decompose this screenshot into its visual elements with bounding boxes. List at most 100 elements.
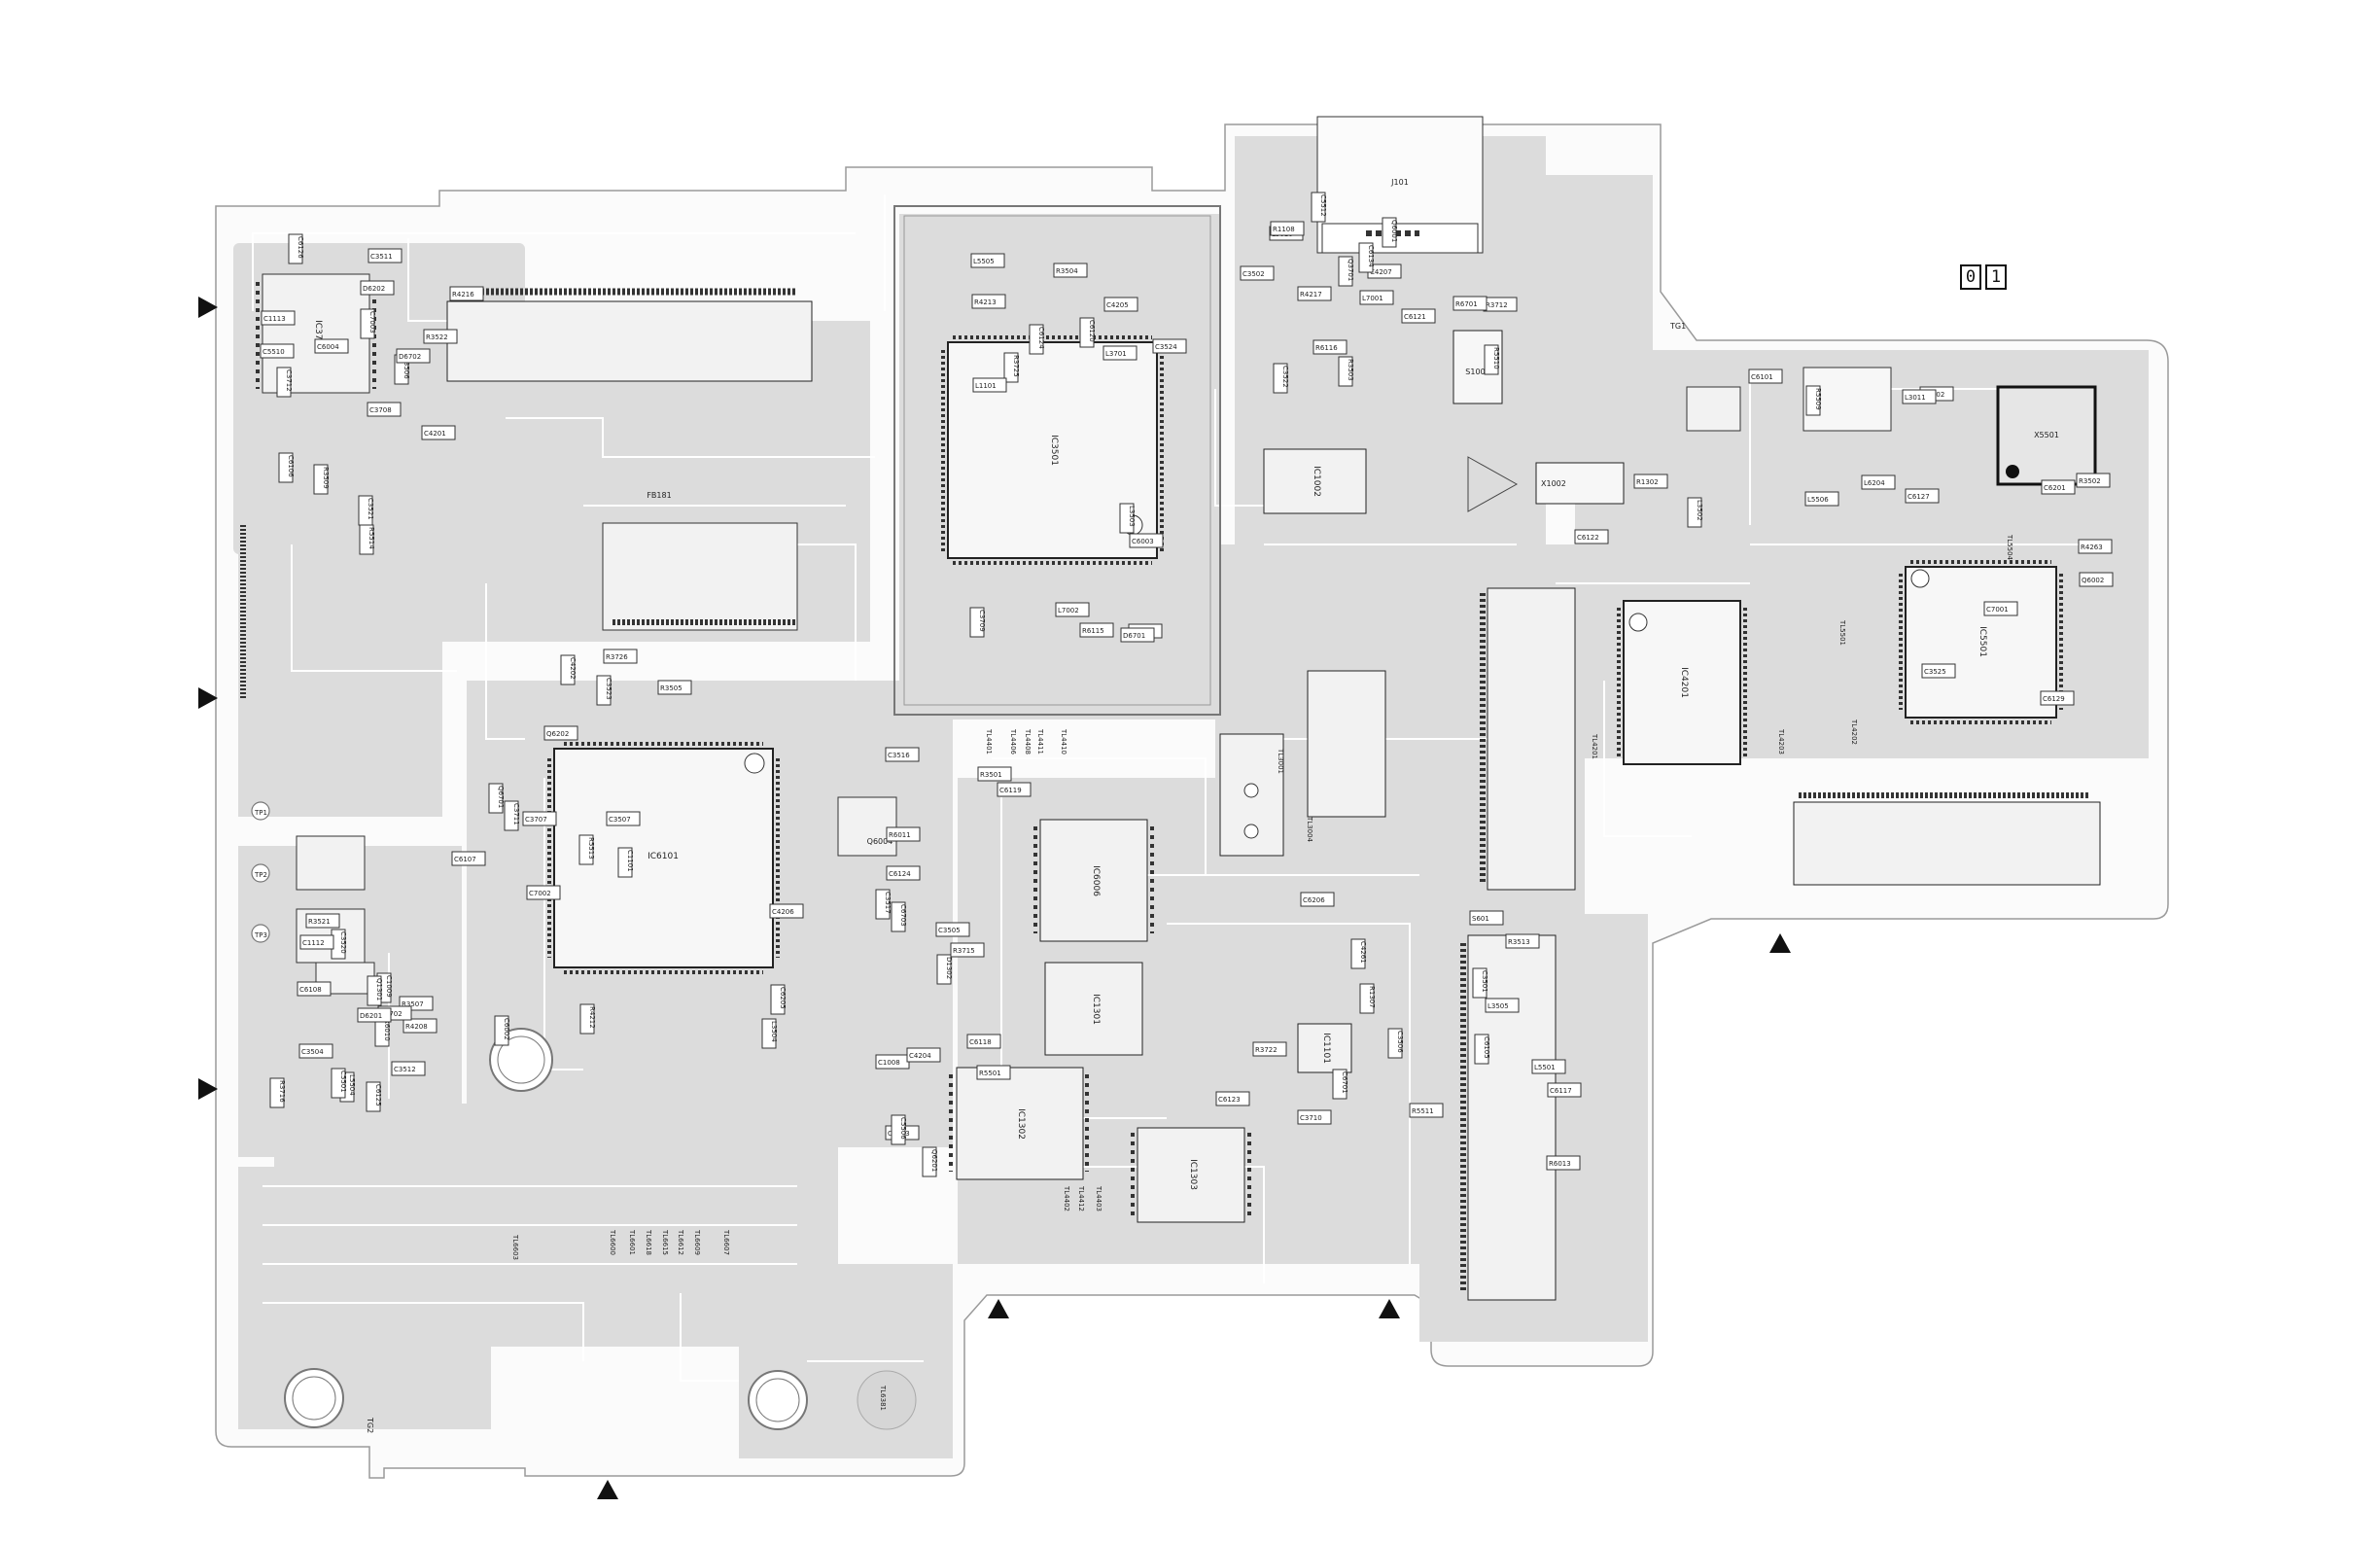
component-c3709: C3709 bbox=[969, 607, 986, 638]
component-l7002: L7002 bbox=[1055, 602, 1090, 617]
test-point-label: TL6601 bbox=[628, 1229, 636, 1255]
component-c4205: C4205 bbox=[1103, 297, 1138, 312]
test-point-label: TL4406 bbox=[1009, 728, 1017, 755]
component-l5501: L5501 bbox=[1531, 1059, 1566, 1074]
component-label: C6123 bbox=[1218, 1096, 1241, 1104]
component-label: C6122 bbox=[1577, 534, 1599, 542]
component-c6106: C6106 bbox=[278, 452, 295, 483]
edge-marker-bottom-2 bbox=[988, 1299, 1009, 1318]
component-label: C3520 bbox=[339, 931, 347, 954]
component-label: L3503 bbox=[1128, 506, 1136, 527]
component-l3503: L3503 bbox=[1119, 503, 1136, 534]
component-label: R3716 bbox=[278, 1080, 286, 1103]
component-label: R3506 bbox=[402, 357, 410, 379]
component-label: C6206 bbox=[1303, 896, 1325, 904]
test-point-label: TL6600 bbox=[609, 1229, 616, 1255]
component-c6004: C6004 bbox=[314, 338, 349, 354]
component-q6202: Q6202 bbox=[543, 725, 578, 741]
component-label: R3507 bbox=[402, 1000, 424, 1008]
component-l3502: L3502 bbox=[1687, 497, 1703, 528]
misc-label: TG2 bbox=[366, 1417, 374, 1433]
component-label: C3516 bbox=[888, 752, 910, 759]
ic-label: IC1303 bbox=[1188, 1159, 1198, 1190]
component-q6201: Q6201 bbox=[922, 1146, 938, 1177]
misc-label: TG1 bbox=[1669, 322, 1686, 331]
component-d6201: D6201 bbox=[357, 1007, 392, 1023]
component-label: C3507 bbox=[609, 816, 631, 824]
component-c3525: C3525 bbox=[1921, 663, 1956, 679]
component-c3517: C3517 bbox=[875, 889, 892, 920]
component-label: C6108 bbox=[299, 986, 322, 994]
component-label: C3709 bbox=[978, 610, 986, 632]
component-label: C6002 bbox=[503, 1018, 510, 1040]
component-c3523: C3523 bbox=[596, 675, 612, 706]
component-c6120: C6120 bbox=[1079, 317, 1096, 348]
component-label: C6124 bbox=[889, 870, 911, 878]
component-label: R3502 bbox=[2079, 477, 2101, 485]
component-label: C3501 bbox=[1481, 970, 1488, 993]
edge-marker-left-1 bbox=[198, 297, 218, 318]
component-label: L3504 bbox=[770, 1021, 778, 1042]
misc-label: TP1 bbox=[254, 809, 267, 817]
component-c6108: C6108 bbox=[297, 981, 332, 997]
mounting-holes bbox=[284, 1028, 808, 1430]
component-label: D6702 bbox=[399, 353, 421, 361]
component-label: C5506 bbox=[899, 1117, 907, 1140]
component-r5514: R5514 bbox=[359, 524, 375, 555]
component-label: C6129 bbox=[2043, 695, 2065, 703]
test-point-label: TL4412 bbox=[1077, 1185, 1085, 1211]
test-point-label: TL4402 bbox=[1063, 1185, 1070, 1211]
component-label: R6701 bbox=[1455, 300, 1478, 308]
component-label: C7003 bbox=[368, 311, 376, 333]
component-c1113: C1113 bbox=[261, 310, 296, 326]
component-label: R4213 bbox=[974, 298, 997, 306]
component-r3725: R3725 bbox=[1003, 352, 1020, 383]
component-label: R5514 bbox=[368, 527, 375, 549]
component-label: C3525 bbox=[1924, 668, 1946, 676]
component-r4213: R4213 bbox=[971, 294, 1006, 309]
test-point-label: TL4201 bbox=[1591, 733, 1598, 759]
component-d6702: D6702 bbox=[396, 348, 431, 364]
component-l7001: L7001 bbox=[1359, 290, 1394, 305]
component-label: C3710 bbox=[1300, 1114, 1322, 1122]
component-c4204: C4204 bbox=[906, 1047, 941, 1063]
test-point-label: TL5504 bbox=[2006, 534, 2013, 561]
component-label: C6125 bbox=[374, 1084, 382, 1106]
component-q3701: Q3701 bbox=[1338, 256, 1354, 287]
component-label: C6004 bbox=[317, 343, 339, 351]
component-c6134: C6134 bbox=[1358, 242, 1375, 273]
component-label: D1302 bbox=[945, 957, 953, 979]
test-point-label: TL6603 bbox=[511, 1234, 519, 1260]
component-label: C6703 bbox=[899, 904, 907, 927]
component-label: R4217 bbox=[1300, 291, 1322, 298]
component-label: R4212 bbox=[588, 1006, 596, 1029]
component-label: C6124 bbox=[1037, 327, 1045, 349]
component-r4217: R4217 bbox=[1297, 286, 1332, 301]
component-label: Q6201 bbox=[930, 1149, 938, 1172]
component-label: C6121 bbox=[1404, 313, 1426, 321]
component-l3504: L3504 bbox=[761, 1018, 778, 1049]
component-r4212: R4212 bbox=[579, 1003, 596, 1035]
component-s601: S601 bbox=[1469, 910, 1504, 926]
component-c1008: C1008 bbox=[875, 1054, 910, 1070]
component-c3520: C3520 bbox=[331, 929, 347, 960]
component-label: C3505 bbox=[938, 927, 961, 934]
component-label: C1008 bbox=[878, 1059, 900, 1067]
component-label: C7002 bbox=[529, 890, 551, 897]
component-c5510: C5510 bbox=[260, 343, 295, 359]
component-label: R3521 bbox=[308, 918, 331, 926]
component-label: Q6001 bbox=[1390, 220, 1398, 242]
component-r1307: R1307 bbox=[1359, 983, 1376, 1014]
test-point-label: TL4408 bbox=[1024, 728, 1032, 754]
component-c6101: C6101 bbox=[1748, 368, 1783, 384]
test-point-label: TL4202 bbox=[1850, 719, 1858, 745]
component-r5501: R5501 bbox=[976, 1065, 1011, 1080]
ic-label: IC5501 bbox=[1978, 626, 1987, 657]
component-label: C3512 bbox=[394, 1066, 416, 1073]
test-point-label: TL5501 bbox=[1838, 619, 1846, 646]
ic-label: IC3501 bbox=[1049, 435, 1059, 466]
component-label: C6107 bbox=[454, 856, 476, 863]
component-label: Q3701 bbox=[1347, 259, 1354, 281]
component-c6703: C6703 bbox=[891, 901, 907, 932]
component-label: C6701 bbox=[1341, 1071, 1348, 1094]
